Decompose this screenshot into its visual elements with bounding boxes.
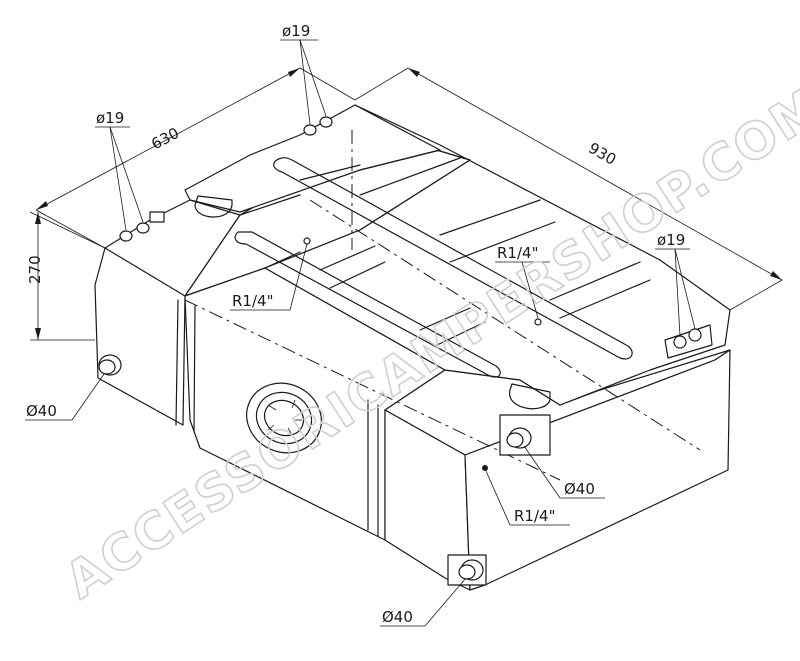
top-slot: [273, 157, 633, 360]
vent-right-label: ø19: [657, 231, 685, 249]
thread-top-right-label: R1/4": [497, 244, 538, 262]
dim-width-label: 630: [148, 124, 182, 153]
lower-slot: [234, 231, 501, 378]
callout-labels: ø19 ø19 ø19 R1/4" R1/4" R1/4" Ø40 Ø40 Ø4…: [26, 22, 685, 626]
dimension-lines: [29, 67, 783, 341]
outlet-bottom-label: Ø40: [382, 608, 413, 626]
top-panel-far: [264, 104, 731, 406]
thread-top-left-label: R1/4": [232, 292, 273, 310]
outlet-left-label: Ø40: [26, 402, 57, 420]
vent-top-center: [303, 116, 333, 136]
outlet-left: [98, 354, 122, 376]
outlet-right-label: Ø40: [564, 480, 595, 498]
top-panel-divisions: [239, 149, 651, 347]
right-side-face: [464, 349, 731, 591]
keyhole-notches: [194, 195, 551, 410]
front-seams: [175, 299, 379, 537]
center-lines: [184, 130, 701, 481]
vent-top-center-label: ø19: [282, 22, 310, 40]
outlet-right: [499, 414, 551, 456]
dim-height-label: 270: [26, 255, 44, 284]
tank-body: [94, 104, 731, 591]
vent-right: [664, 324, 713, 359]
fittings: [98, 116, 713, 586]
left-block-front: [94, 247, 186, 426]
vent-top-left-label: ø19: [96, 109, 124, 127]
vent-top-left: [119, 211, 165, 242]
dim-length-label: 930: [585, 139, 619, 169]
leader-lines: [25, 39, 696, 627]
fill-port: [246, 382, 322, 454]
outlet-bottom: [447, 554, 487, 586]
thread-front-label: R1/4": [514, 507, 555, 525]
